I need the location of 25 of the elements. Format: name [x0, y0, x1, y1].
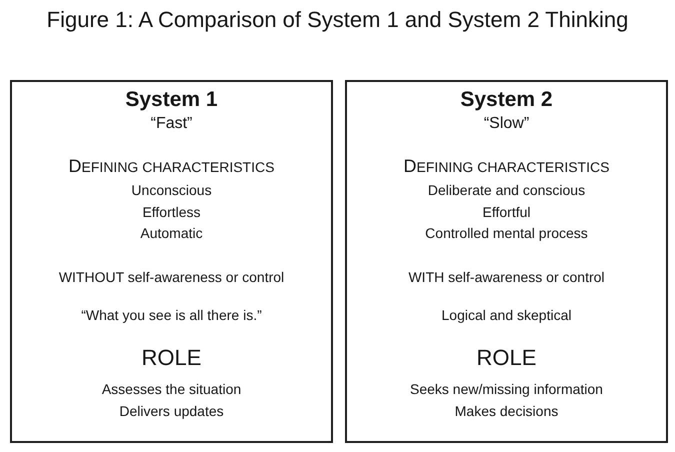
role-text: Assesses the situation [102, 380, 242, 399]
role-text: Delivers updates [119, 402, 224, 421]
characteristic-text: Effortful [482, 203, 530, 222]
figure-title: Figure 1: A Comparison of System 1 and System 2 Thinking [46, 6, 628, 34]
characteristic-text: Unconscious [131, 181, 212, 200]
section-heading: ROLE [142, 344, 202, 372]
comparison-panel [10, 80, 333, 443]
role-text: Makes decisions [454, 402, 558, 421]
characteristic-text: Deliberate and conscious [428, 181, 586, 200]
panel-subtitle: “Fast” [150, 114, 192, 134]
description-text: Logical and skeptical [442, 306, 572, 325]
description-text: “What you see is all there is.” [81, 306, 262, 325]
section-heading: DEFINING CHARACTERISTICS [68, 155, 274, 178]
characteristic-text: Effortless [142, 203, 201, 222]
awareness-text: WITHOUT self-awareness or control [58, 268, 284, 287]
section-heading: DEFINING CHARACTERISTICS [404, 155, 610, 178]
comparison-panel [345, 80, 668, 443]
characteristic-text: Controlled mental process [425, 224, 588, 243]
section-heading: ROLE [476, 344, 536, 372]
awareness-text: WITH self-awareness or control [408, 268, 605, 287]
panel-heading: System 2 [460, 87, 553, 113]
role-text: Seeks new/missing information [410, 380, 603, 399]
panel-subtitle: “Slow” [484, 114, 530, 134]
panel-heading: System 1 [125, 87, 218, 113]
characteristic-text: Automatic [140, 224, 203, 243]
